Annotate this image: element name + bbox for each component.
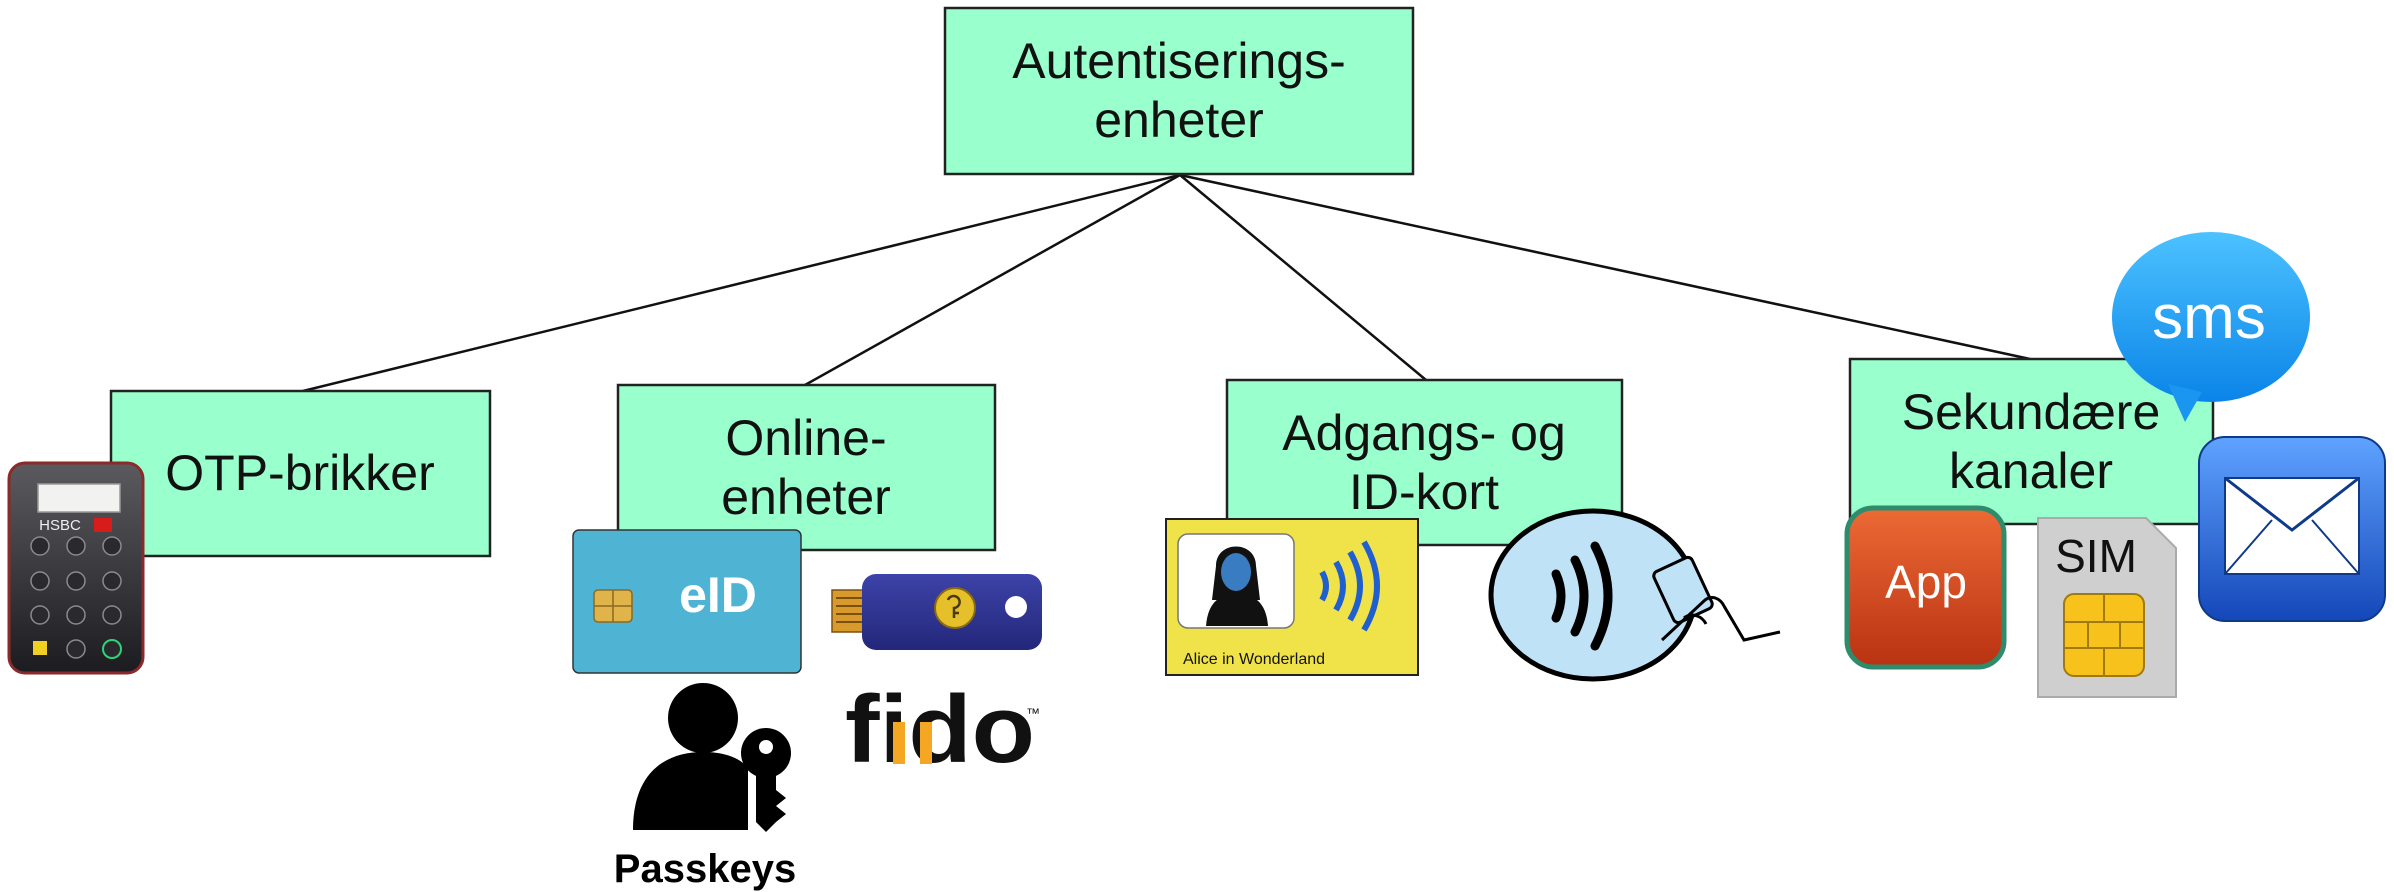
- hsbc-otp-token-icon: HSBC: [7, 461, 145, 675]
- fido-logo-icon: fido ™: [845, 676, 1040, 783]
- id-card-holder: Alice in Wonderland: [1183, 651, 1325, 668]
- secondary-label-line1: Sekundære: [1902, 384, 2161, 440]
- app-icon: App: [1844, 505, 2007, 670]
- eid-card-icon: eID: [572, 529, 802, 674]
- sim-card-icon: SIM: [2037, 517, 2177, 698]
- connector-lines: [302, 173, 2031, 393]
- sim-label: SIM: [2055, 530, 2137, 582]
- sms-label: sms: [2152, 283, 2266, 352]
- passkey-icon: Passkeys: [614, 683, 796, 891]
- contactless-id-card-icon: Alice in Wonderland: [1165, 518, 1419, 676]
- sms-bubble-icon: sms: [2112, 232, 2310, 422]
- app-label: App: [1885, 556, 1967, 608]
- contactless-payment-icon: [1488, 508, 1781, 682]
- cards-label-line2: ID-kort: [1349, 464, 1499, 520]
- connector-online: [804, 173, 1181, 387]
- secondary-node: Sekundære kanaler: [1848, 357, 2215, 526]
- online-label-line1: Online-: [725, 410, 886, 466]
- connector-cards: [1179, 174, 1427, 381]
- secondary-label-line2: kanaler: [1949, 443, 2113, 499]
- fido-tm: ™: [1026, 705, 1040, 721]
- hsbc-brand: HSBC: [39, 517, 81, 534]
- passkeys-label: Passkeys: [614, 847, 796, 891]
- online-node: Online- enheter: [616, 383, 997, 552]
- fido-logo-text: fido: [845, 676, 1035, 783]
- root-label-line2: enheter: [1094, 92, 1264, 148]
- online-label-line2: enheter: [721, 469, 891, 525]
- otp-label: OTP-brikker: [165, 445, 434, 501]
- envelope-icon: [2198, 436, 2386, 622]
- root-node: Autentiserings- enheter: [943, 6, 1415, 176]
- otp-node: OTP-brikker: [109, 389, 492, 558]
- cards-label-line1: Adgangs- og: [1282, 405, 1566, 461]
- connector-otp: [302, 173, 1181, 393]
- eid-label: eID: [679, 567, 757, 623]
- connector-secondary: [1179, 173, 2031, 361]
- fido-usb-key-icon: [831, 574, 1042, 650]
- root-label-line1: Autentiserings-: [1012, 33, 1346, 89]
- cards-node: Adgangs- og ID-kort: [1225, 378, 1624, 547]
